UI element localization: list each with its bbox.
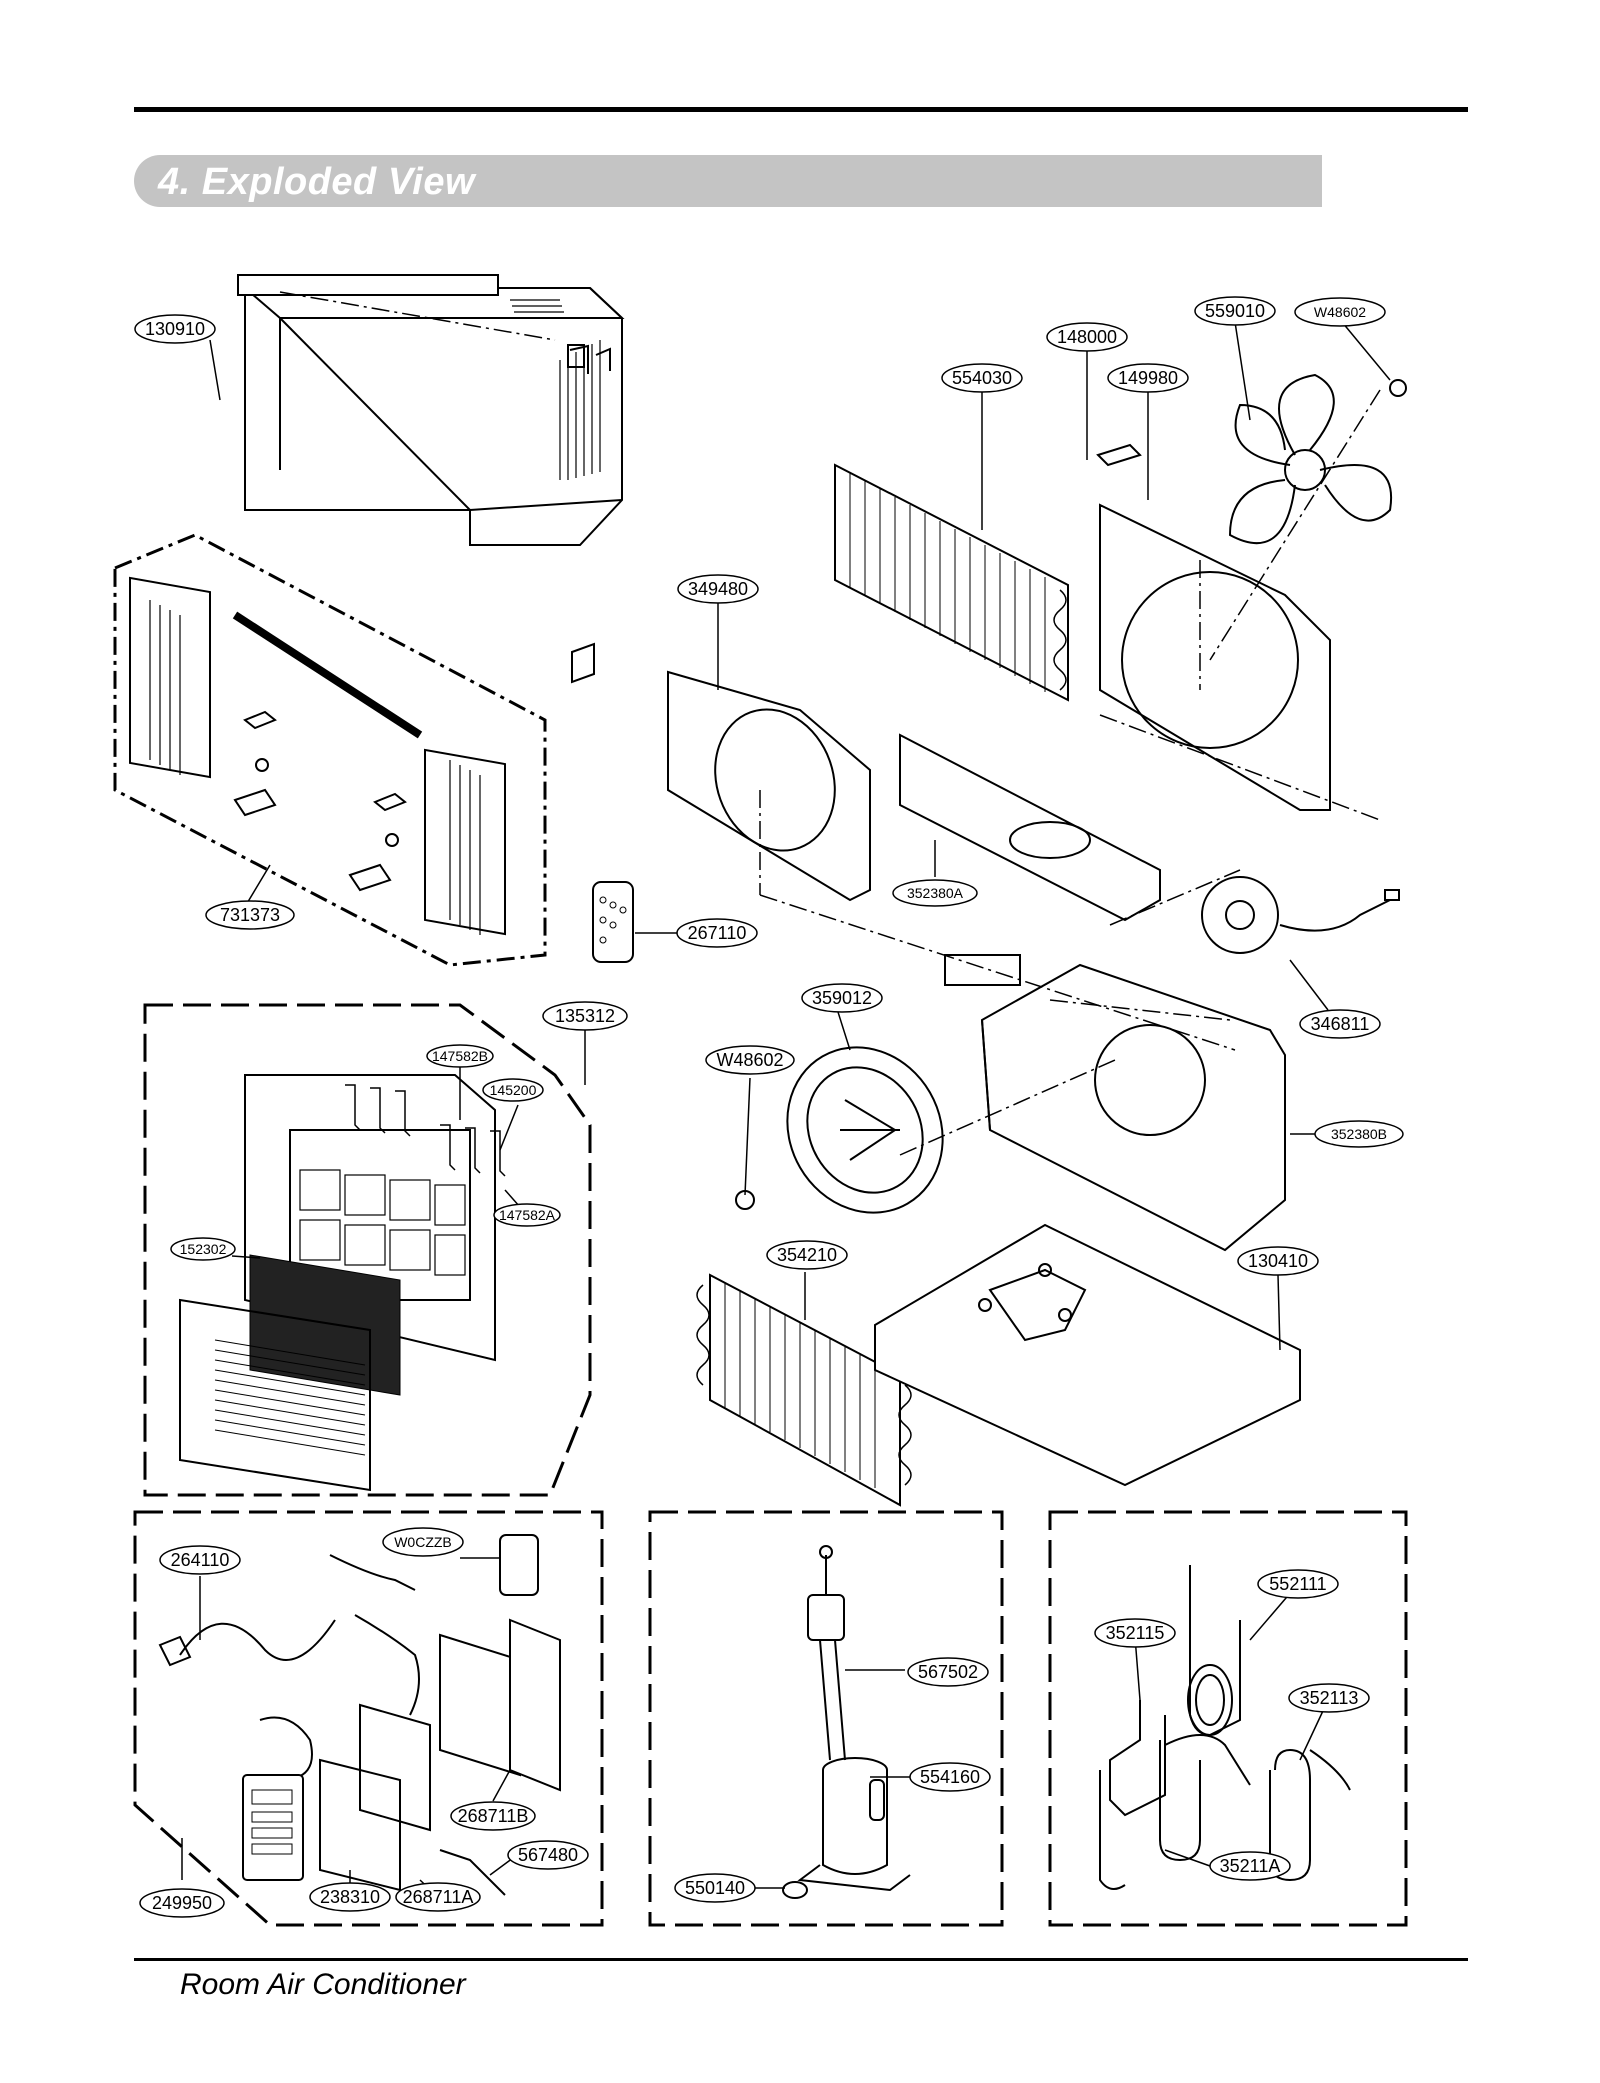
label-oval-W48602-top — [1294, 297, 1386, 327]
part-label: 268711B — [458, 1806, 529, 1826]
blower-fan-drawing — [786, 1046, 944, 1214]
part-label: W48602 — [1314, 304, 1366, 320]
part-label: 559010 — [1205, 301, 1265, 321]
part-label: 349480 — [688, 579, 748, 599]
label-oval-554160 — [909, 1762, 991, 1792]
label-oval-268711B — [450, 1801, 536, 1831]
base-pan-drawing — [874, 1223, 1301, 1487]
section-title-bar: 4. Exploded View — [134, 155, 1322, 207]
part-label: 352113 — [1300, 1688, 1359, 1708]
part-label: 352380B — [1331, 1126, 1387, 1142]
part-label: 352380A — [907, 885, 964, 901]
part-label: 147582B — [432, 1048, 488, 1064]
label-oval-552111 — [1257, 1569, 1339, 1599]
piping-box-drawing — [1048, 1510, 1408, 1927]
shroud-drawing — [1096, 443, 1331, 811]
label-oval-346811 — [1299, 1009, 1381, 1039]
part-label: 354210 — [777, 1245, 837, 1265]
label-oval-352380B — [1314, 1120, 1404, 1148]
part-label: 268711A — [403, 1887, 474, 1907]
part-label: 346811 — [1311, 1014, 1370, 1034]
part-label: 567480 — [518, 1845, 578, 1865]
label-oval-145200 — [482, 1078, 544, 1102]
part-label: 267110 — [688, 923, 747, 943]
label-oval-152302 — [170, 1237, 236, 1261]
electrical-box-drawing — [133, 1510, 604, 1927]
label-oval-352115 — [1094, 1618, 1176, 1648]
part-label: 264110 — [171, 1550, 230, 1570]
footer-text: Room Air Conditioner — [180, 1968, 466, 2001]
part-label: 249950 — [152, 1893, 212, 1913]
label-oval-135312 — [542, 1001, 628, 1031]
part-label: 130410 — [1248, 1251, 1308, 1271]
label-oval-359012 — [801, 983, 883, 1013]
label-oval-554030 — [941, 363, 1023, 393]
label-oval-149980 — [1107, 363, 1189, 393]
part-label: 147582A — [499, 1207, 556, 1223]
part-labels — [134, 296, 1404, 1918]
label-oval-268711A — [395, 1882, 481, 1912]
bottom-rule — [134, 1958, 1468, 1961]
part-label: W48602 — [716, 1050, 783, 1070]
fan-motor-drawing — [1201, 876, 1400, 954]
part-label: 552111 — [1269, 1574, 1326, 1594]
part-label: 35211A — [1220, 1856, 1281, 1876]
label-oval-W0CZZB — [382, 1527, 464, 1557]
label-oval-349480 — [677, 574, 759, 604]
label-oval-567502 — [907, 1657, 989, 1687]
part-label: 731373 — [220, 905, 280, 925]
label-oval-264110 — [159, 1545, 241, 1575]
condenser-coil-drawing — [834, 463, 1069, 702]
curtain-frame-drawing — [113, 533, 547, 967]
label-oval-130910 — [134, 314, 216, 344]
part-label: 567502 — [918, 1662, 978, 1682]
label-oval-35211A — [1209, 1851, 1291, 1881]
top-rule — [134, 107, 1468, 112]
evaporator-coil-drawing — [696, 1273, 912, 1507]
part-label: 145200 — [490, 1082, 537, 1098]
label-oval-W48602-mid — [705, 1045, 795, 1075]
section-title: 4. Exploded View — [158, 161, 476, 203]
label-oval-354210 — [766, 1240, 848, 1270]
part-label: 149980 — [1118, 368, 1178, 388]
part-label: 130910 — [145, 319, 205, 339]
part-label: 550140 — [685, 1878, 745, 1898]
label-oval-130410 — [1237, 1246, 1319, 1276]
base-pan-a-drawing — [899, 733, 1161, 922]
front-grille-drawing — [143, 1003, 592, 1497]
part-label: W0CZZB — [394, 1534, 452, 1550]
compressor-box-drawing — [648, 1510, 1004, 1927]
label-oval-731373 — [205, 900, 295, 930]
air-guide-drawing — [667, 670, 871, 902]
part-label: 148000 — [1057, 327, 1117, 347]
label-oval-352380A — [892, 879, 978, 907]
nut-top-drawing — [1389, 379, 1407, 397]
fan-drawing — [1228, 373, 1393, 545]
part-label: 554160 — [920, 1767, 980, 1787]
part-label: 554030 — [952, 368, 1012, 388]
label-oval-559010 — [1194, 296, 1276, 326]
label-oval-352113 — [1288, 1683, 1370, 1713]
orifice-housing-drawing — [944, 954, 1286, 1252]
part-label: 152302 — [180, 1241, 227, 1257]
label-oval-147582A — [493, 1203, 561, 1227]
part-label: 238310 — [320, 1887, 380, 1907]
label-oval-238310 — [309, 1882, 391, 1912]
label-oval-567480 — [507, 1840, 589, 1870]
part-label: 352115 — [1106, 1623, 1165, 1643]
label-oval-147582B — [426, 1044, 494, 1068]
part-label: 135312 — [555, 1006, 615, 1026]
assembly-lines — [279, 291, 1381, 1156]
part-label: 359012 — [812, 988, 872, 1008]
remote-drawing — [592, 881, 634, 963]
label-oval-249950 — [139, 1888, 225, 1918]
label-oval-550140 — [674, 1873, 756, 1903]
label-oval-267110 — [676, 918, 758, 948]
cabinet-drawing — [237, 274, 625, 684]
label-oval-148000 — [1046, 322, 1128, 352]
